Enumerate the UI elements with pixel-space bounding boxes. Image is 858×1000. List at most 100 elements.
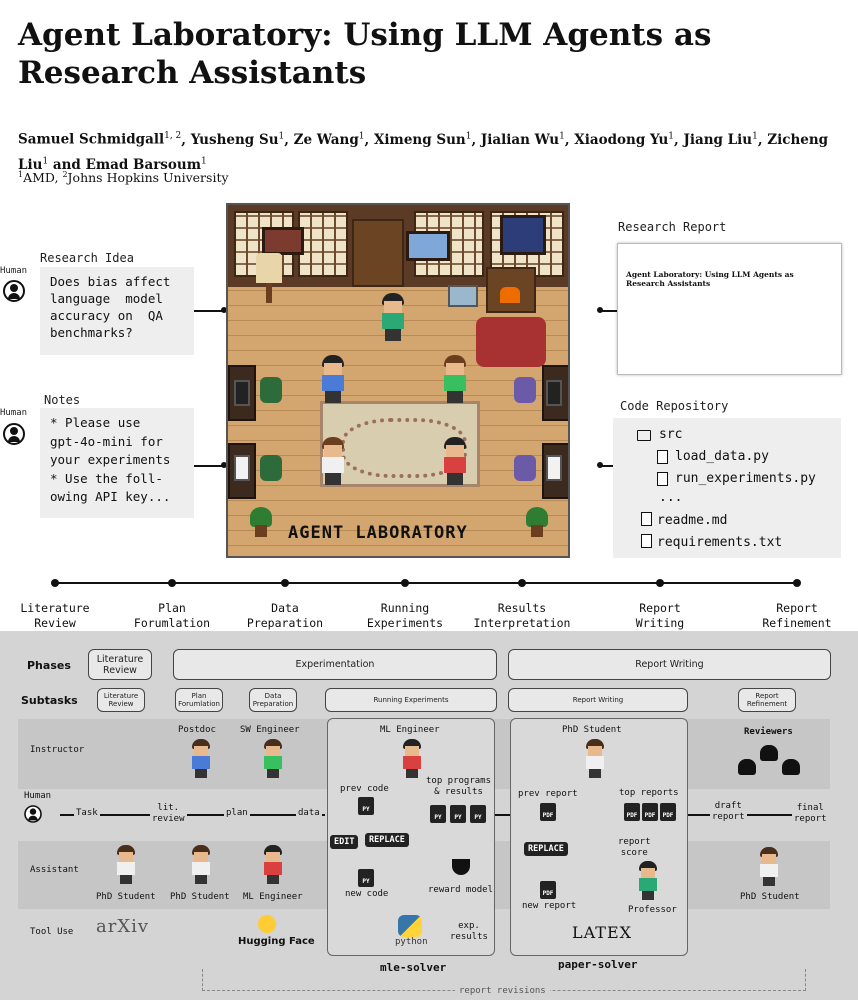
plant-icon — [250, 507, 272, 537]
armchair-icon — [448, 285, 478, 307]
plant-icon — [526, 507, 548, 537]
mle-top-programs: top programs & results — [426, 776, 492, 797]
instructor-reviewers: Reviewers — [744, 727, 793, 737]
phd-student-sprite — [115, 845, 137, 885]
paper-title: Agent Laboratory: Using LLM Agents as Re… — [18, 17, 712, 91]
mle-solver-label: mle-solver — [380, 961, 447, 974]
author-name: Ximeng Sun — [373, 131, 466, 148]
repo-item: src — [659, 427, 683, 442]
room-sign: AGENT LABORATORY — [288, 523, 468, 543]
workflow-diagram: Phases Subtasks Literature Review Experi… — [0, 631, 858, 1000]
subtask-literature-review: Literature Review — [97, 688, 145, 712]
timeline-label: Plan Forumlation — [133, 601, 211, 630]
research-report-thumbnail: Agent Laboratory: Using LLM Agents as Re… — [617, 243, 842, 375]
author-name: Jiang Liu — [683, 131, 753, 148]
folder-icon — [637, 430, 651, 441]
markdown-file-icon — [641, 512, 652, 526]
row-tool-use: Tool Use — [30, 927, 74, 937]
timeline-label: Results Interpretation — [473, 601, 571, 630]
pdf-file-icon: PDF — [660, 803, 676, 821]
author-name: Yusheng Su — [190, 131, 279, 148]
flow-data: data — [296, 808, 322, 819]
report-revisions-label: report revisions — [455, 986, 550, 997]
human-icon — [3, 280, 25, 302]
paper-top-reports: top reports — [619, 788, 679, 798]
python-logo-icon — [398, 915, 422, 937]
timeline-node — [401, 579, 409, 587]
subtask-report-refinement: Report Refinement — [738, 688, 796, 712]
python-file-icon — [657, 450, 668, 464]
assistant-phd-student-2: PhD Student — [170, 892, 230, 902]
flow-plan: plan — [224, 808, 250, 819]
pdf-file-icon: PDF — [642, 803, 658, 821]
flow-draft-report: draft report — [710, 801, 747, 823]
python-file-icon — [657, 472, 668, 486]
trophy-icon — [452, 859, 470, 875]
report-thumb-title: Agent Laboratory: Using LLM Agents as Re… — [626, 270, 794, 288]
mle-exp-results: exp. results — [450, 921, 488, 942]
paper-report-score: report score — [618, 837, 651, 858]
affiliations: 1AMD, 2Johns Hopkins University — [18, 170, 229, 186]
phase-report-writing: Report Writing — [508, 649, 831, 680]
subtask-report-writing: Report Writing — [508, 688, 688, 712]
python-file-icon: PY — [430, 805, 446, 823]
python-file-icon: PY — [470, 805, 486, 823]
flow-task: Task — [74, 808, 100, 819]
replace-tag: REPLACE — [365, 833, 409, 847]
chair-icon — [514, 455, 536, 481]
edit-tag: EDIT — [330, 835, 359, 849]
row-instructor: Instructor — [30, 745, 85, 755]
instructor-ml-engineer: ML Engineer — [380, 725, 440, 735]
ml-engineer-sprite — [401, 739, 423, 779]
notes-box: * Please use gpt-4o-mini for your experi… — [40, 408, 194, 518]
mle-reward-model: reward model — [428, 885, 494, 895]
agent-sprite — [380, 293, 406, 343]
reviewer-icon — [738, 759, 756, 775]
timeline-label: Data Preparation — [246, 601, 324, 630]
subtask-plan-formulation: Plan Forumlation — [175, 688, 223, 712]
timeline-node — [656, 579, 664, 587]
author-name: Xiaodong Yu — [574, 131, 669, 148]
painting-icon — [262, 227, 304, 255]
human-icon — [24, 805, 42, 823]
agent-sprite — [320, 355, 346, 405]
agent-laboratory-scene: AGENT LABORATORY — [226, 203, 570, 558]
timeline-node — [281, 579, 289, 587]
row-human: Human — [24, 791, 52, 801]
reviewer-icon — [782, 759, 800, 775]
research-report-label: Research Report — [618, 220, 727, 234]
pdf-file-icon: PDF — [540, 803, 556, 821]
pdf-file-icon: PDF — [540, 881, 556, 899]
sofa-icon — [476, 317, 546, 367]
author-name: Ze Wang — [293, 131, 359, 148]
subtask-running-experiments: Running Experiments — [325, 688, 497, 712]
code-repository-tree: src load_data.py run_experiments.py ... … — [613, 418, 841, 558]
agent-sprite — [320, 437, 346, 487]
paper-prev-report: prev report — [518, 789, 578, 799]
timeline-node — [518, 579, 526, 587]
research-idea-box: Does bias affect language model accuracy… — [40, 267, 194, 355]
assistant-phd-student-1: PhD Student — [96, 892, 156, 902]
repo-item: run_experiments.py — [675, 471, 816, 486]
hugging-face-icon — [258, 915, 276, 933]
phd-student-sprite — [190, 845, 212, 885]
repo-item: load_data.py — [675, 449, 769, 464]
postdoc-sprite — [190, 739, 212, 779]
human-label-2: Human — [0, 408, 28, 418]
repo-item: readme.md — [657, 513, 728, 528]
author-name: Samuel Schmidgall — [18, 131, 165, 148]
affiliation-2: Johns Hopkins University — [67, 170, 229, 186]
instructor-sw-engineer: SW Engineer — [240, 725, 300, 735]
repo-item: ... — [659, 490, 683, 505]
lamp-icon — [256, 253, 282, 283]
chair-icon — [260, 455, 282, 481]
phases-label: Phases — [27, 659, 71, 672]
timeline-label: Running Experiments — [366, 601, 444, 630]
reviewer-icon — [760, 745, 778, 761]
text-file-icon — [641, 534, 652, 548]
human-label: Human — [0, 266, 28, 276]
mle-prev-code: prev code — [340, 784, 389, 794]
pdf-file-icon: PDF — [624, 803, 640, 821]
instructor-postdoc: Postdoc — [178, 725, 216, 735]
flow-final-report: final report — [792, 803, 829, 825]
